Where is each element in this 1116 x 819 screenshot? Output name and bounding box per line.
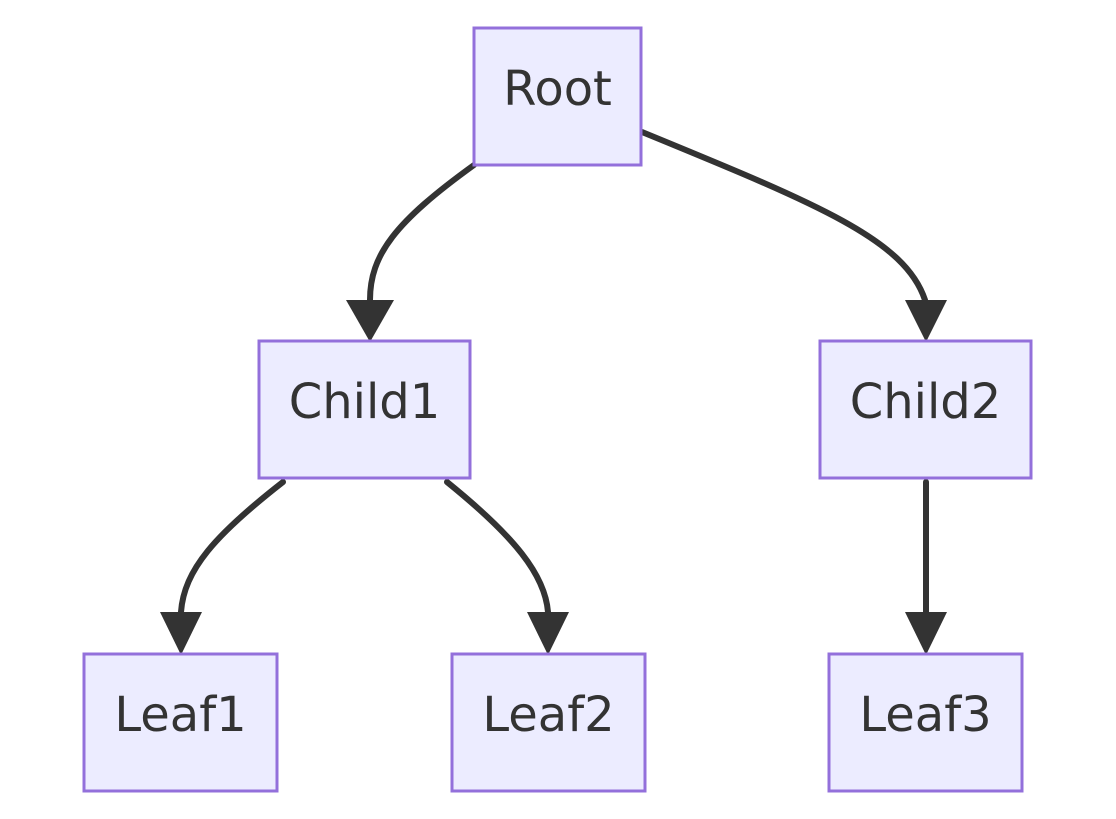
node-child1: Child1 <box>257 339 472 480</box>
node-leaf1: Leaf1 <box>82 652 279 793</box>
node-label: Leaf1 <box>114 687 246 743</box>
arrowhead-icon <box>905 300 947 342</box>
edge-child1-to-leaf2 <box>444 479 569 655</box>
arrowhead-icon <box>527 612 569 655</box>
node-label: Leaf2 <box>482 687 614 743</box>
node-leaf3: Leaf3 <box>827 652 1024 793</box>
edge-root-to-child2 <box>639 129 947 342</box>
node-label: Leaf3 <box>859 687 991 743</box>
node-label: Root <box>503 61 612 117</box>
node-child2: Child2 <box>818 339 1033 480</box>
node-root: Root <box>472 26 643 167</box>
edge-child2-to-leaf3 <box>905 479 947 655</box>
node-label: Child1 <box>289 374 441 430</box>
node-label: Child2 <box>850 374 1002 430</box>
arrowhead-icon <box>346 300 394 342</box>
node-leaf2: Leaf2 <box>450 652 647 793</box>
edge-root-to-child1 <box>346 162 477 342</box>
arrowhead-icon <box>905 612 947 655</box>
edge-child1-to-leaf1 <box>160 479 286 655</box>
edges <box>160 129 947 655</box>
arrowhead-icon <box>160 612 202 655</box>
